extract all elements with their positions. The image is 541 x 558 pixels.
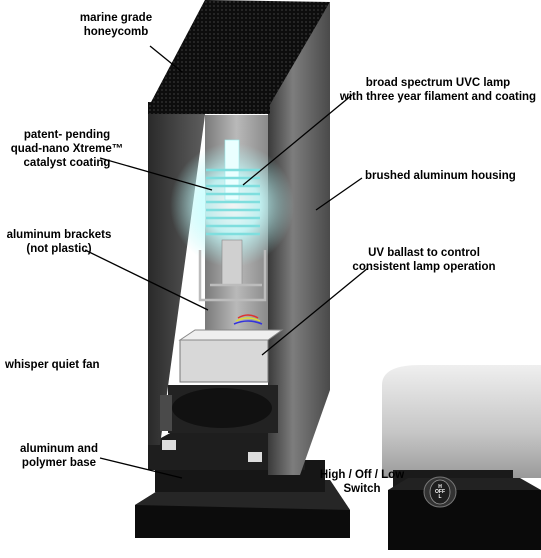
label-housing: brushed aluminum housing [365,170,516,182]
fan-assembly [160,385,278,462]
aluminum-brackets [198,250,267,302]
switch-high-text: H [438,484,442,490]
uvc-lamp [206,139,260,286]
label-switch: High / Off / Low Switch [319,469,405,495]
wires [233,314,263,325]
housing-wall [268,2,330,475]
switch-low-text: L [438,494,442,500]
label-brackets: aluminum brackets (not plastic) [6,229,112,255]
switch-detail [382,365,541,550]
label-honeycomb: marine grade honeycomb [79,12,153,38]
label-catalyst: patent- pending quad-nano Xtreme™ cataly… [10,129,124,169]
honeycomb-grille [148,0,330,108]
lamp-glow [170,143,294,267]
label-uvc-lamp: broad spectrum UVC lamp with three year … [339,77,537,103]
switch-off-text: OFF [435,489,445,495]
label-fan: whisper quiet fan [5,359,100,371]
ballast [178,329,284,383]
label-base: aluminum and polymer base [20,443,98,469]
label-ballast: UV ballast to control consistent lamp op… [352,247,496,273]
